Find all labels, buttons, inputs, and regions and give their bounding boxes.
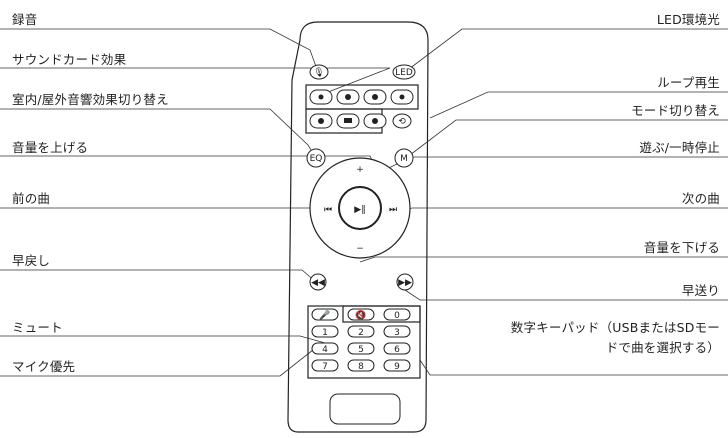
eq-button[interactable] <box>306 148 326 168</box>
key-8-label: 8 <box>358 362 364 372</box>
effect-icon-3 <box>372 94 378 100</box>
label-volume-up: 音量を上げる <box>12 140 89 155</box>
led-button-label: LED <box>395 68 413 78</box>
label-indoor-outdoor-effect: 室内/屋外音響効果切り替え <box>12 92 169 107</box>
fast-forward-button[interactable] <box>396 273 414 291</box>
key-9[interactable] <box>383 359 411 372</box>
key-2[interactable] <box>347 325 375 338</box>
label-numeric-keypad-line1: 数字キーパッド（USBまたはSDモー <box>510 320 720 335</box>
key-3[interactable] <box>383 325 411 338</box>
effect-icon-5 <box>318 118 324 124</box>
label-play-pause: 遊ぶ/一時停止 <box>639 140 720 155</box>
key-1[interactable] <box>311 325 339 338</box>
key-1-label: 1 <box>322 328 328 338</box>
loop-button[interactable] <box>392 113 412 129</box>
mic-priority-icon: 🎤 <box>319 309 330 321</box>
fast-forward-icon: ▶▶ <box>398 278 412 288</box>
key-6[interactable] <box>383 342 411 355</box>
effect-icon-2 <box>345 94 351 100</box>
key-4-label: 4 <box>322 345 328 355</box>
led-button[interactable] <box>392 64 416 80</box>
label-mute: ミュート <box>12 320 63 335</box>
key-3-label: 3 <box>394 328 400 338</box>
remote-body <box>287 21 429 433</box>
key-4[interactable] <box>311 342 339 355</box>
mic-priority-button[interactable] <box>311 308 339 321</box>
key-8[interactable] <box>347 359 375 372</box>
effect-icon-1 <box>318 94 324 100</box>
key-7-label: 7 <box>322 362 328 372</box>
key-2-label: 2 <box>358 328 364 338</box>
play-pause-icon: ▶︎‖ <box>354 205 365 215</box>
mode-button[interactable] <box>394 148 414 168</box>
remote-bottom-window <box>329 393 401 425</box>
effect-icon-6 <box>344 118 352 123</box>
effect-icons <box>318 94 405 124</box>
volume-up-icon: + <box>356 165 364 175</box>
effect-icon-4 <box>399 94 405 100</box>
label-mode-switch: モード切り替え <box>631 103 720 118</box>
label-numeric-keypad-line2: ドで曲を選択する） <box>605 340 720 355</box>
loop-icon: ⟲ <box>398 117 406 127</box>
key-0-label: 0 <box>394 311 400 321</box>
rewind-button[interactable] <box>309 273 327 291</box>
eq-button-label: EQ <box>310 154 323 164</box>
effect-icon-7 <box>372 118 378 124</box>
mute-icon: 🔇 <box>355 309 366 321</box>
label-next-track: 次の曲 <box>681 191 720 206</box>
label-rewind: 早戻し <box>12 253 51 268</box>
key-5-label: 5 <box>358 345 364 355</box>
label-previous-track: 前の曲 <box>12 191 51 206</box>
label-loop-playback: ループ再生 <box>657 75 720 90</box>
label-sound-card-effect: サウンドカード効果 <box>12 52 127 67</box>
label-mic-priority: マイク優先 <box>12 359 76 374</box>
key-5[interactable] <box>347 342 375 355</box>
key-7[interactable] <box>311 359 339 372</box>
rewind-icon: ◀◀ <box>311 278 325 288</box>
label-recording: 録音 <box>12 12 38 27</box>
mode-button-label: M <box>400 154 408 164</box>
label-led-ambient-light: LED環境光 <box>656 12 720 27</box>
label-fast-forward: 早送り <box>681 283 720 298</box>
record-button[interactable] <box>309 64 329 80</box>
key-6-label: 6 <box>394 345 400 355</box>
mute-button[interactable] <box>347 308 375 321</box>
previous-icon: ⏮ <box>324 205 332 215</box>
label-volume-down: 音量を下げる <box>643 240 720 255</box>
play-pause-button[interactable] <box>338 186 382 230</box>
key-0[interactable] <box>383 308 411 321</box>
key-9-label: 9 <box>394 362 400 372</box>
next-icon: ⏭ <box>389 205 397 215</box>
volume-down-icon: − <box>356 244 364 254</box>
mic-icon: 🎙 <box>313 67 324 78</box>
